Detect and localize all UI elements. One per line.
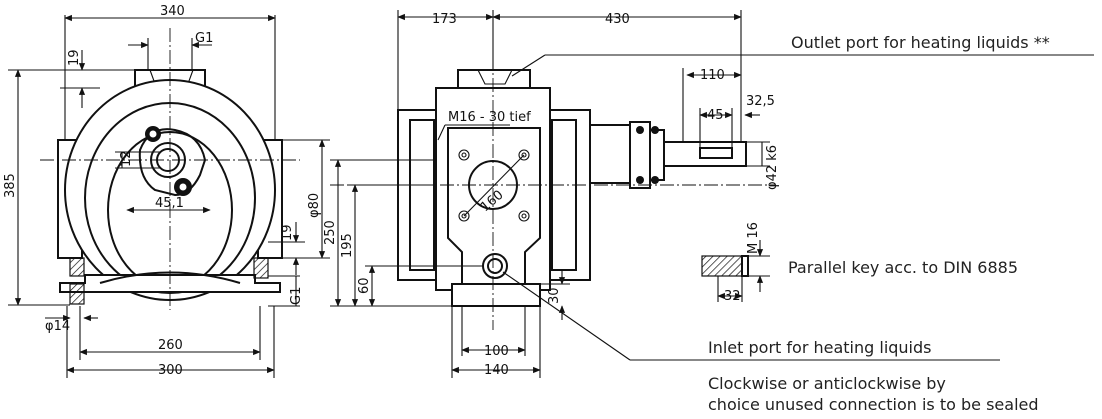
callout-texts: Outlet port for heating liquids ** Paral… bbox=[708, 33, 1050, 414]
dim-32: 32 bbox=[724, 289, 741, 304]
outlet-port-label: Outlet port for heating liquids ** bbox=[791, 33, 1050, 52]
dim-19-right: 19 bbox=[280, 224, 295, 241]
parallel-key-detail bbox=[701, 240, 770, 302]
side-view bbox=[330, 10, 775, 378]
dim-12: 12 bbox=[119, 150, 134, 167]
inlet-port-label: Inlet port for heating liquids bbox=[708, 338, 932, 357]
dim-m16: M 16 bbox=[746, 222, 761, 254]
dim-m16-30-tief: M16 - 30 tief bbox=[448, 110, 531, 125]
dim-173: 173 bbox=[432, 12, 457, 27]
dim-45-1: 45,1 bbox=[155, 196, 184, 211]
dim-19-top: 19 bbox=[67, 49, 82, 66]
front-view bbox=[8, 14, 330, 378]
dim-phi80: φ80 bbox=[307, 193, 322, 218]
rotation-note-line2: choice unused connection is to be sealed bbox=[708, 395, 1039, 414]
dim-g1-top: G1 bbox=[195, 31, 213, 46]
dim-phi42-k6: φ42 k6 bbox=[765, 145, 780, 190]
dim-30: 30 bbox=[547, 287, 562, 304]
callout-leaders bbox=[502, 54, 1094, 361]
dim-260: 260 bbox=[158, 338, 183, 353]
dim-45: 45 bbox=[707, 108, 724, 123]
dim-340: 340 bbox=[160, 4, 185, 19]
dim-195: 195 bbox=[340, 233, 355, 258]
dim-100: 100 bbox=[484, 344, 509, 359]
dim-g1-bottom: G1 bbox=[289, 287, 304, 305]
dim-385: 385 bbox=[3, 173, 18, 198]
dim-phi14: φ14 bbox=[45, 319, 70, 334]
dim-430: 430 bbox=[605, 12, 630, 27]
dim-300: 300 bbox=[158, 363, 183, 378]
dim-250: 250 bbox=[323, 220, 338, 245]
dim-32-5: 32,5 bbox=[746, 94, 775, 109]
dim-60: 60 bbox=[357, 277, 372, 294]
dim-140: 140 bbox=[484, 363, 509, 378]
parallel-key-label: Parallel key acc. to DIN 6885 bbox=[788, 258, 1018, 277]
rotation-note-line1: Clockwise or anticlockwise by bbox=[708, 374, 946, 393]
dim-110: 110 bbox=[700, 68, 725, 83]
